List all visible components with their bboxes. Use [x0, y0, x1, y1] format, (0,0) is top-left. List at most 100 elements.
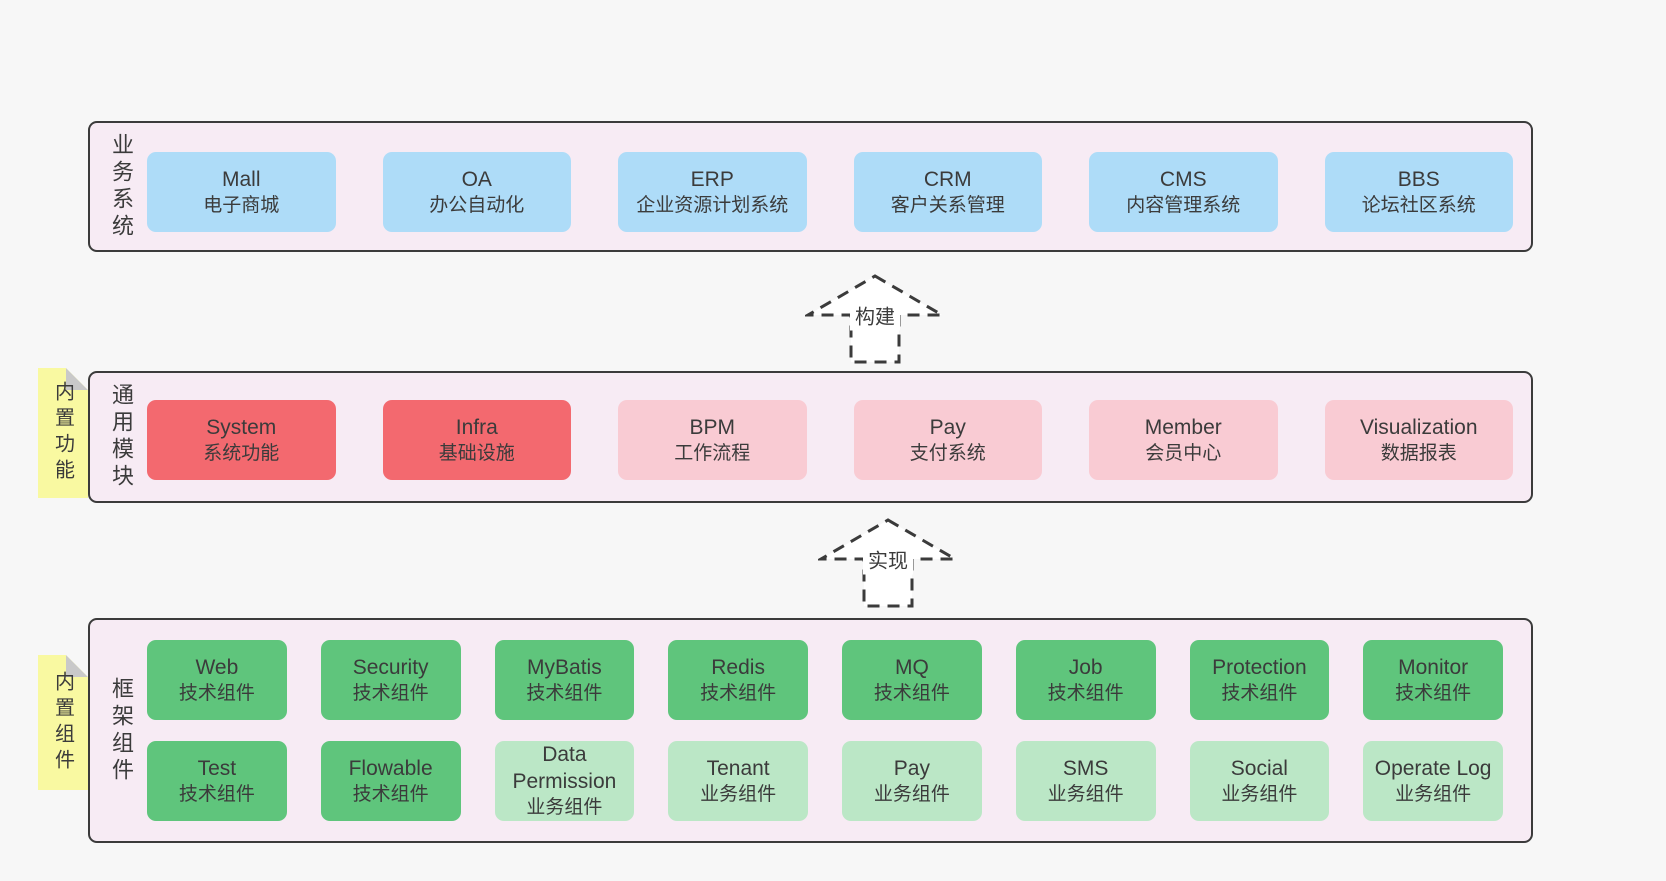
- box-subtitle: 客户关系管理: [890, 194, 1005, 216]
- box-visualization: Visualization 数据报表: [1324, 400, 1513, 480]
- box-subtitle: 技术组件: [1047, 682, 1124, 704]
- box-title: Operate Log: [1374, 756, 1492, 780]
- modules-boxes-row: System 系统功能 Infra 基础设施 BPM 工作流程 Pay 支付系统…: [147, 400, 1513, 480]
- box-title: Infra: [455, 415, 498, 439]
- box-title: Member: [1144, 415, 1222, 439]
- box-subtitle: 数据报表: [1380, 442, 1457, 464]
- box-title: Pay: [893, 756, 930, 780]
- box-mybatis: MyBatis 技术组件: [494, 640, 635, 720]
- band-side-label-components: 框架组件: [109, 676, 134, 785]
- box-subtitle: 业务组件: [1047, 783, 1124, 805]
- band-framework-components: 框架组件 Web 技术组件 Security 技术组件 MyBatis 技术组件…: [88, 618, 1533, 843]
- box-subtitle: 业务组件: [526, 797, 603, 819]
- box-subtitle: 办公自动化: [429, 194, 525, 216]
- box-subtitle: 工作流程: [674, 442, 751, 464]
- box-subtitle: 电子商城: [203, 194, 280, 216]
- box-data-permission: Data Permission 业务组件: [494, 741, 635, 821]
- box-system: System 系统功能: [147, 400, 336, 480]
- box-member: Member 会员中心: [1089, 400, 1278, 480]
- note-text: 内置组件: [51, 670, 74, 775]
- box-pay-component: Pay 业务组件: [842, 741, 982, 821]
- note-built-in-features: 内置功能: [38, 368, 88, 498]
- band-side-label-modules: 通用模块: [109, 383, 134, 491]
- box-oa: OA 办公自动化: [382, 152, 571, 232]
- box-web: Web 技术组件: [147, 640, 287, 720]
- build-arrow: 构建: [805, 273, 945, 365]
- box-title: CRM: [923, 167, 972, 191]
- box-subtitle: 业务组件: [1395, 783, 1472, 805]
- box-subtitle: 业务组件: [700, 783, 777, 805]
- box-monitor: Monitor 技术组件: [1363, 640, 1503, 720]
- box-title: MyBatis: [527, 655, 602, 679]
- implement-arrow-label: 实现: [863, 543, 913, 575]
- box-subtitle: 企业资源计划系统: [636, 194, 789, 216]
- box-title: Tenant: [706, 756, 770, 780]
- box-subtitle: 技术组件: [1221, 682, 1298, 704]
- box-cms: CMS 内容管理系统: [1089, 152, 1278, 232]
- box-tenant: Tenant 业务组件: [668, 741, 808, 821]
- box-title: MQ: [894, 655, 929, 679]
- box-title: Security: [352, 655, 429, 679]
- box-sms: SMS 业务组件: [1015, 741, 1156, 821]
- box-title: Data Permission: [512, 742, 617, 794]
- box-title: SMS: [1062, 756, 1109, 780]
- box-title: Test: [197, 756, 237, 780]
- box-subtitle: 基础设施: [438, 442, 515, 464]
- box-subtitle: 技术组件: [700, 682, 777, 704]
- box-title: ERP: [690, 167, 734, 191]
- box-subtitle: 技术组件: [1395, 682, 1472, 704]
- box-subtitle: 会员中心: [1145, 442, 1222, 464]
- box-job: Job 技术组件: [1015, 640, 1156, 720]
- box-security: Security 技术组件: [320, 640, 461, 720]
- box-mall: Mall 电子商城: [147, 152, 336, 232]
- box-subtitle: 业务组件: [1221, 783, 1298, 805]
- band-common-modules: 通用模块 System 系统功能 Infra 基础设施 BPM 工作流程 Pay…: [88, 371, 1533, 503]
- box-subtitle: 技术组件: [526, 682, 603, 704]
- box-title: BPM: [689, 415, 735, 439]
- box-title: Protection: [1212, 655, 1307, 679]
- box-erp: ERP 企业资源计划系统: [618, 152, 807, 232]
- note-built-in-components: 内置组件: [38, 655, 88, 790]
- box-bbs: BBS 论坛社区系统: [1324, 152, 1513, 232]
- box-test: Test 技术组件: [147, 741, 287, 821]
- box-title: System: [206, 415, 277, 439]
- box-operate-log: Operate Log 业务组件: [1363, 741, 1503, 821]
- box-redis: Redis 技术组件: [668, 640, 808, 720]
- box-flowable: Flowable 技术组件: [320, 741, 461, 821]
- box-protection: Protection 技术组件: [1189, 640, 1330, 720]
- box-subtitle: 技术组件: [873, 682, 950, 704]
- box-title: Flowable: [348, 756, 433, 780]
- box-title: Job: [1068, 655, 1103, 679]
- box-subtitle: 内容管理系统: [1126, 194, 1241, 216]
- build-arrow-label: 构建: [850, 299, 900, 331]
- box-infra: Infra 基础设施: [382, 400, 571, 480]
- band-side-label-business: 业务系统: [109, 132, 134, 241]
- business-boxes-row: Mall 电子商城 OA 办公自动化 ERP 企业资源计划系统 CRM 客户关系…: [147, 152, 1513, 232]
- box-subtitle: 技术组件: [352, 682, 429, 704]
- components-row-1: Web 技术组件 Security 技术组件 MyBatis 技术组件 Redi…: [147, 640, 1503, 720]
- box-social: Social 业务组件: [1189, 741, 1330, 821]
- box-title: Pay: [929, 415, 966, 439]
- box-subtitle: 系统功能: [203, 442, 280, 464]
- box-subtitle: 技术组件: [178, 682, 255, 704]
- box-title: OA: [461, 167, 492, 191]
- box-title: CMS: [1159, 167, 1207, 191]
- box-title: Monitor: [1398, 655, 1469, 679]
- box-subtitle: 业务组件: [873, 783, 950, 805]
- box-title: Mall: [221, 167, 261, 191]
- box-title: Social: [1230, 756, 1288, 780]
- box-mq: MQ 技术组件: [842, 640, 982, 720]
- box-subtitle: 技术组件: [352, 783, 429, 805]
- components-row-2: Test 技术组件 Flowable 技术组件 Data Permission …: [147, 741, 1503, 821]
- box-title: Web: [195, 655, 239, 679]
- box-pay-module: Pay 支付系统: [853, 400, 1042, 480]
- box-subtitle: 论坛社区系统: [1361, 194, 1476, 216]
- band-business-systems: 业务系统 Mall 电子商城 OA 办公自动化 ERP 企业资源计划系统 CRM…: [88, 121, 1533, 252]
- box-title: Redis: [711, 655, 765, 679]
- box-crm: CRM 客户关系管理: [853, 152, 1042, 232]
- implement-arrow: 实现: [818, 517, 958, 609]
- note-text: 内置功能: [51, 381, 74, 485]
- box-title: BBS: [1397, 167, 1440, 191]
- box-title: Visualization: [1359, 415, 1478, 439]
